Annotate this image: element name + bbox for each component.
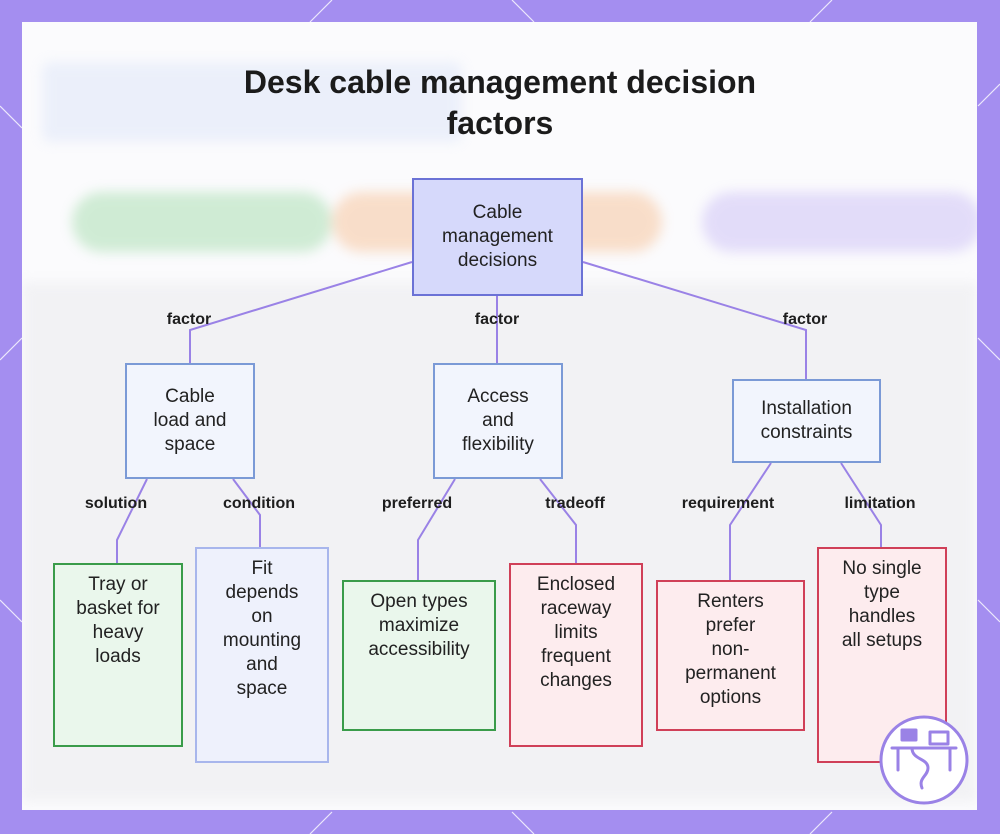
diagram-title: Desk cable management decision factors bbox=[0, 62, 1000, 144]
edge-root-install bbox=[582, 261, 807, 379]
edge-access-enclosed bbox=[539, 478, 577, 563]
background-blur-purple bbox=[702, 192, 977, 252]
edge-label-limitation: limitation bbox=[844, 495, 916, 512]
edge-label-factor-load: factor bbox=[166, 311, 212, 328]
edge-access-open bbox=[417, 478, 456, 580]
diagram-title-text: Desk cable management decision factors bbox=[243, 64, 757, 141]
node-enclosed: Enclosed raceway limits frequent changes bbox=[509, 563, 643, 747]
edge-install-renters bbox=[729, 462, 772, 580]
edge-label-requirement: requirement bbox=[681, 495, 775, 512]
node-root: Cable management decisions bbox=[412, 178, 583, 296]
edge-root-load bbox=[189, 261, 413, 363]
edge-label-factor-install: factor bbox=[782, 311, 828, 328]
node-access: Access and flexibility bbox=[433, 363, 563, 479]
node-cable-load: Cable load and space bbox=[125, 363, 255, 479]
background-blur-blue bbox=[42, 62, 462, 142]
background-blur-green bbox=[72, 192, 332, 252]
edge-install-nosingle bbox=[840, 462, 882, 547]
edge-label-solution: solution bbox=[84, 495, 148, 512]
edge-label-factor-access: factor bbox=[474, 311, 520, 328]
edge-label-preferred: preferred bbox=[381, 495, 453, 512]
edge-label-tradeoff: tradeoff bbox=[545, 495, 605, 512]
edge-label-condition: condition bbox=[223, 495, 295, 512]
node-installation: Installation constraints bbox=[732, 379, 881, 463]
node-fit: Fit depends on mounting and space bbox=[195, 547, 329, 763]
node-renters: Renters prefer non- permanent options bbox=[656, 580, 805, 731]
edge-load-tray bbox=[116, 478, 148, 563]
node-no-single: No single type handles all setups bbox=[817, 547, 947, 763]
desk-cable-logo-icon bbox=[879, 715, 969, 805]
edge-load-fit bbox=[232, 478, 261, 547]
node-open: Open types maximize accessibility bbox=[342, 580, 496, 731]
node-tray: Tray or basket for heavy loads bbox=[53, 563, 183, 747]
